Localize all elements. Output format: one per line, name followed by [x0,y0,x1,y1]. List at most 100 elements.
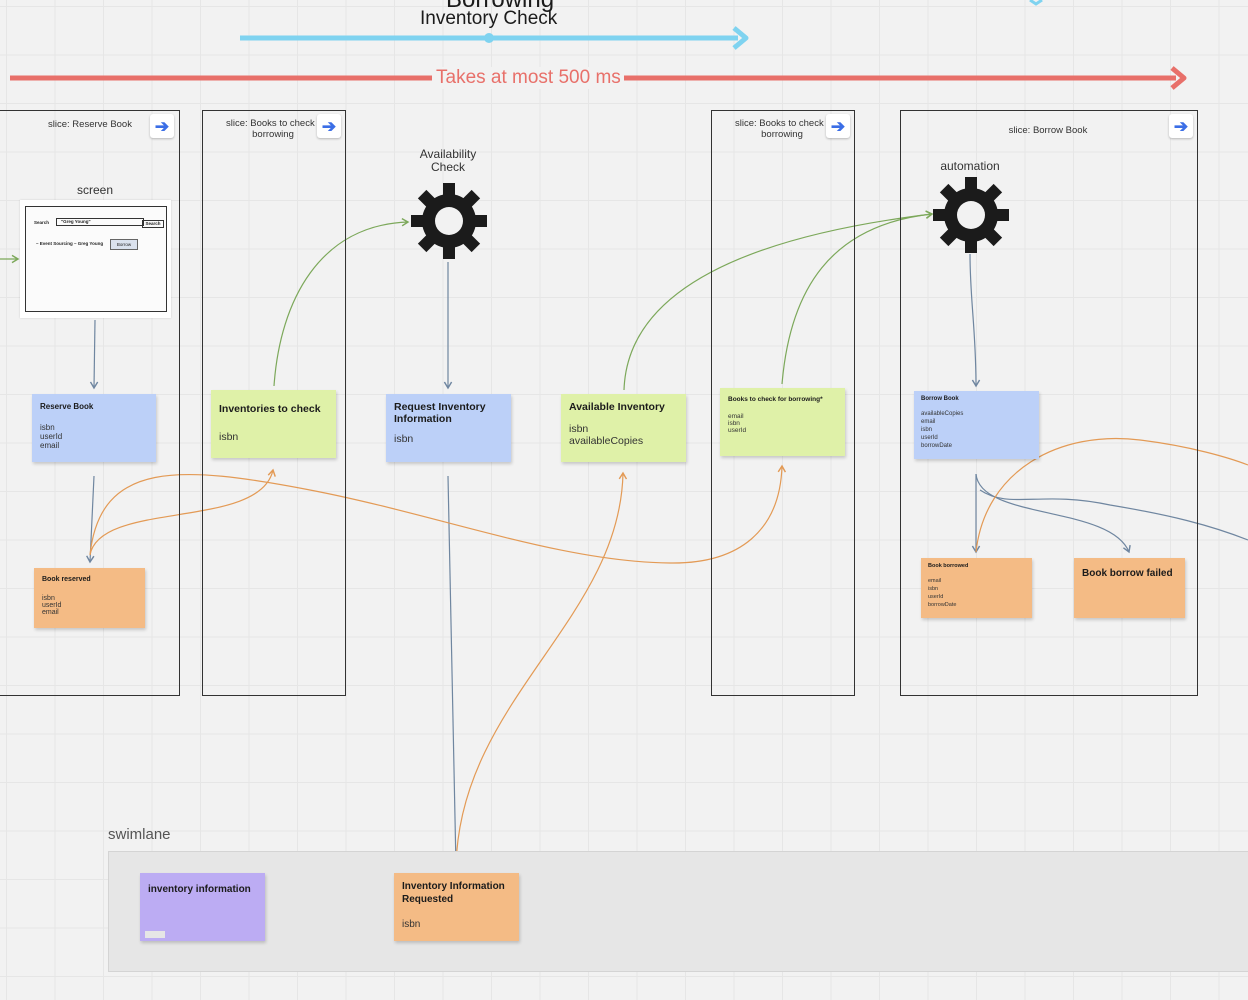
sticky-title: Inventory Information Requested [402,881,505,905]
sticky-request-inventory-information[interactable]: Request Inventory Information isbn [386,394,511,462]
green-connector-inventories-to-gear [273,217,410,387]
sticky-title: Borrow Book [921,396,959,402]
sticky-title: Book borrowed [928,563,969,569]
sticky-fields: isbn [402,919,511,930]
mock-borrow-button: Borrow [110,239,138,250]
mock-search-input: "Greg Young" [56,218,144,226]
sticky-fields: email isbn userId borrowDate [928,577,1025,609]
sticky-fields: isbn userId email [40,423,148,450]
field: borrowDate [921,443,953,449]
orange-connector-requested-to-available [455,471,628,867]
sticky-fields: availableCopies email isbn userId borrow… [921,410,1032,450]
sticky-title: Books to check for borrowing* [728,396,823,403]
arrow-right-icon[interactable]: ➔ [1169,114,1193,138]
sticky-inventories-to-check[interactable]: Inventories to check isbn [211,390,336,458]
field: isbn [40,423,55,432]
arrow-right-icon[interactable]: ➔ [826,114,850,138]
sticky-title: Book reserved [42,576,91,583]
mock-search-button: Search [142,220,164,228]
screen-mockup[interactable]: Search "Greg Young" Search – Event Sourc… [20,200,171,318]
sticky-fields: isbn userId email [42,595,137,616]
automation-label: automation [940,159,1000,173]
gear-icon[interactable] [408,180,490,262]
grey-connector-gear-to-borrow [969,253,981,388]
sticky-title: Book borrow failed [1082,568,1173,579]
sticky-borrow-book[interactable]: Borrow Book availableCopies email isbn u… [914,391,1039,459]
screen-frame: Search "Greg Young" Search – Event Sourc… [25,206,167,312]
sticky-available-inventory[interactable]: Available Inventory isbn availableCopies [561,394,686,462]
slice-title: slice: Books to check f borrowing [226,118,320,140]
grey-connector-borrow-to-failed [975,473,1131,554]
arrow-right-icon[interactable]: ➔ [317,114,341,138]
field: email [928,578,942,584]
field: email [42,609,59,616]
field: isbn [928,586,939,592]
green-connector-books-to-gear [781,210,934,385]
field: userId [928,594,944,600]
field: availableCopies [921,411,964,417]
sticky-book-borrow-failed[interactable]: Book borrow failed [1074,558,1185,618]
field: isbn [219,431,239,443]
green-connector-available-to-gear [623,210,934,391]
orange-connector-borrowed-offscreen [975,437,1248,553]
slice-borrow-book[interactable] [900,110,1198,696]
field: email [728,413,744,420]
mock-search-label: Search [34,220,50,225]
field: isbn [921,427,933,433]
timeline-label: Inventory Check [420,8,558,29]
sticky-fields: isbn [394,433,503,445]
sticky-inventory-information-requested[interactable]: Inventory Information Requested isbn [394,873,519,941]
sticky-fields: isbn [219,431,328,443]
diagram-title: Borrowing [446,0,554,14]
slice-books-to-check-1[interactable] [202,110,346,696]
blue-partial-arrow [1029,0,1043,6]
blue-timeline-arrowhead [732,26,749,50]
field: userId [42,602,62,609]
field: email [921,419,936,425]
sticky-book-reserved[interactable]: Book reserved isbn userId email [34,568,145,628]
swimlane-label: swimlane [108,826,171,843]
sticky-reserve-book[interactable]: Reserve Book isbn userId email [32,394,156,462]
sticky-books-to-check-for-borrowing[interactable]: Books to check for borrowing* email isbn… [720,388,845,456]
field: userId [728,427,747,434]
field: isbn [394,433,414,445]
mock-result: – Event Sourcing – Greg Young [36,241,104,246]
sticky-inventory-information[interactable]: inventory information [140,873,265,941]
gear-icon[interactable] [930,174,1012,256]
orange-connector-reserved-to-books [89,464,787,564]
slice-reserve-book[interactable] [0,110,180,696]
slice-title: slice: Books to check f borrowing [735,118,829,140]
arrow-right-icon[interactable]: ➔ [150,114,174,138]
swimlane[interactable] [108,851,1248,972]
sticky-title: Request Inventory Information [394,401,486,425]
field: isbn [728,420,740,427]
sticky-tag-placeholder [145,931,165,938]
red-timeline-arrowhead [1170,66,1187,90]
availability-check-label: Availability Check [419,147,477,174]
grey-connector-screen-to-command [89,319,99,390]
slice-title: slice: Borrow Book [1008,125,1088,136]
sticky-fields: isbn availableCopies [569,423,678,447]
orange-connector-reserved-to-inventories [89,468,276,556]
field: isbn [42,595,55,602]
field: userId [921,435,938,441]
sticky-title: Reserve Book [40,402,94,411]
screen-label: screen [76,183,114,197]
blue-timeline-node [484,33,494,43]
field: userId [40,432,63,441]
grey-connector-request-to-swimlane [447,475,461,869]
field: availableCopies [569,435,644,447]
field: isbn [402,919,421,930]
sticky-fields: email isbn userId [728,413,837,434]
slice-books-to-check-2[interactable] [711,110,855,696]
slice-title: slice: Reserve Book [48,119,132,130]
sticky-title: Inventories to check [219,403,321,415]
field: email [40,441,60,450]
sticky-book-borrowed[interactable]: Book borrowed email isbn userId borrowDa… [921,558,1032,618]
time-constraint-label: Takes at most 500 ms [433,67,624,89]
grey-connector-borrow-offscreen [979,489,1248,541]
sticky-title: Available Inventory [569,401,665,413]
field: isbn [569,423,589,435]
